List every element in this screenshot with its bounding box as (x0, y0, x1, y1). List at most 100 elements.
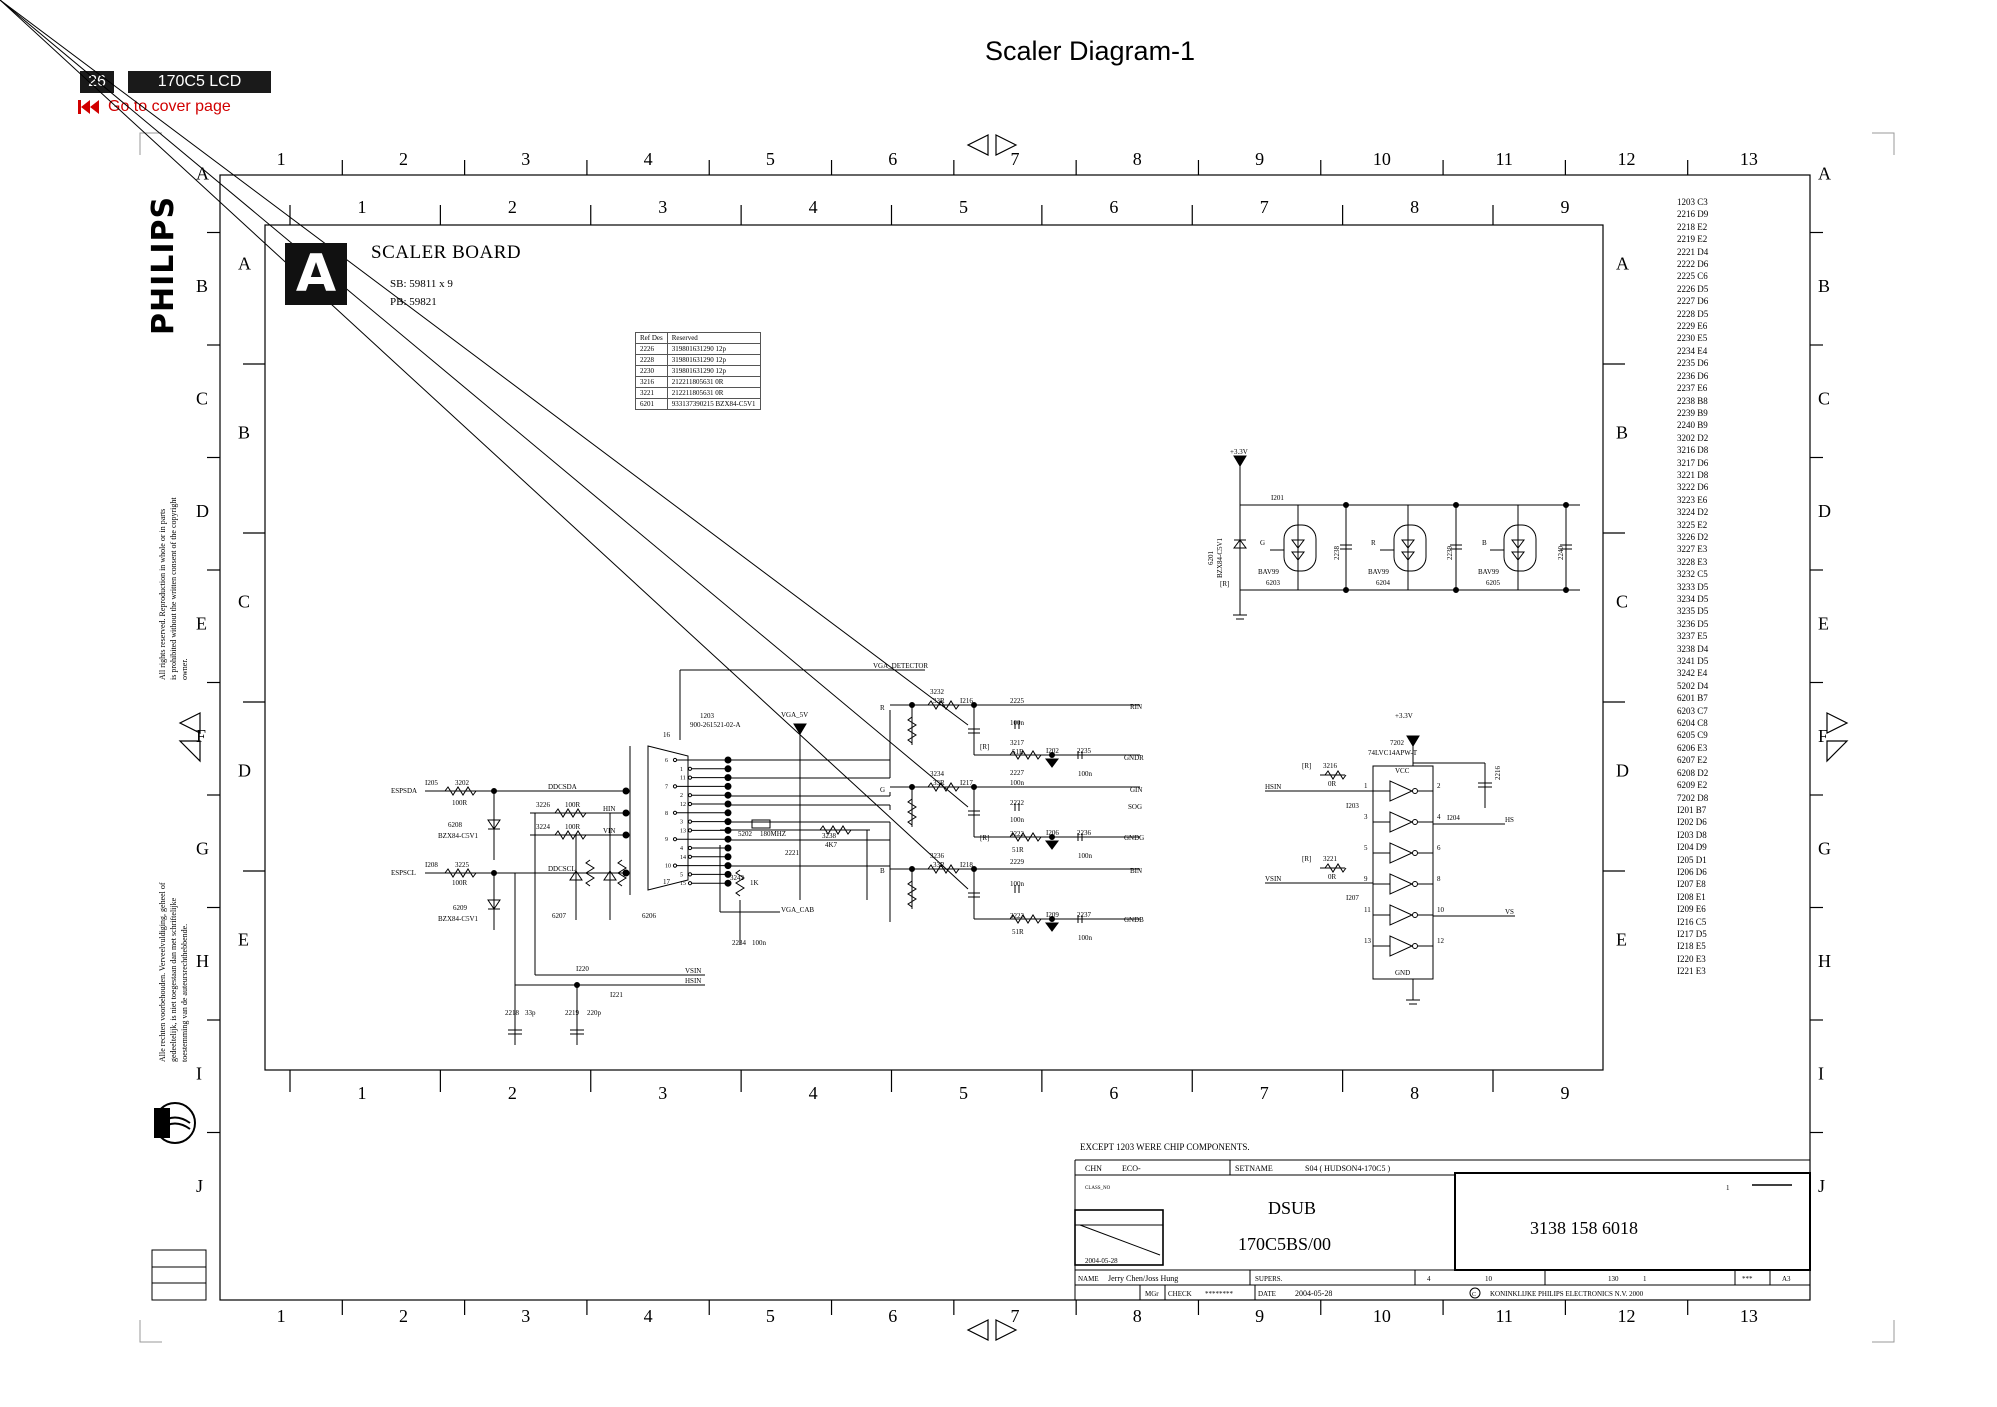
label-c2237: 2237 (1077, 911, 1092, 919)
label-r3236: 3236 (930, 852, 945, 860)
board-pb: PB: 59821 (390, 296, 437, 308)
label-r3216: 3216 (1323, 762, 1338, 770)
pin-number: 2 (680, 793, 683, 799)
list-item: I204 D9 (1677, 842, 1707, 853)
tb-copy-sym: C (1472, 1292, 1476, 1298)
label-gndb: GNDB (1124, 916, 1144, 924)
tb-size: A3 (1782, 1275, 1791, 1283)
grid-column-number: 13 (1740, 1306, 1758, 1326)
label-c2218-value: 33p (525, 1009, 536, 1017)
board-column-number: 4 (809, 197, 818, 217)
list-item: 6203 C7 (1677, 705, 1708, 716)
skip-back-icon (78, 100, 99, 114)
label-hsin: HSIN (685, 977, 701, 985)
grid-column-number: 3 (521, 149, 530, 169)
board-row-letter: E (238, 930, 249, 950)
label-d6207: 6207 (552, 912, 567, 920)
pin-number: 12 (680, 802, 686, 808)
pin-number: 7 (665, 784, 668, 790)
grid-column-number: 8 (1133, 149, 1142, 169)
grid-row-letter: D (196, 501, 209, 521)
label-d6201-part: BZX84-C5V1 (1216, 537, 1224, 578)
label-i206: I206 (1046, 829, 1059, 837)
label-gin: GIN (1130, 786, 1142, 794)
tb-check: ******** (1205, 1290, 1234, 1298)
label-c2218: 2218 (505, 1009, 520, 1017)
connector-pin (687, 828, 693, 833)
crop-marks (139, 132, 1895, 1343)
list-item: 2238 B8 (1677, 395, 1708, 406)
tb-number: 3138 158 6018 (1530, 1218, 1638, 1238)
list-item: 2237 E6 (1677, 383, 1708, 394)
tb-class: CLASS_NO (1085, 1186, 1111, 1191)
tb-note: EXCEPT 1203 WERE CHIP COMPONENTS. (1080, 1142, 1250, 1152)
list-item: 2234 E4 (1677, 345, 1708, 356)
pin-number: 8 (665, 811, 668, 817)
label-i217: I217 (960, 779, 973, 787)
label-i208: I208 (425, 861, 438, 869)
list-item: I221 E3 (1677, 966, 1706, 977)
label-c2239: 2239 (1446, 546, 1454, 561)
connector-pin (687, 801, 693, 807)
label-d6204: 6204 (1376, 579, 1391, 587)
grid-column-number: 11 (1496, 149, 1513, 169)
label-d6209: 6209 (453, 904, 468, 912)
label-c2237-value: 100n (1078, 934, 1093, 942)
label-r3224-value: 100R (565, 823, 581, 831)
grid-row-letter: E (1818, 613, 1829, 633)
label-vcc: VCC (1395, 767, 1410, 775)
tb-mgr: MGr (1145, 1290, 1159, 1298)
grid-column-number: 7 (1011, 1306, 1020, 1326)
inverter-gate (1389, 873, 1414, 895)
list-item: 3202 D2 (1677, 432, 1709, 443)
connector-pin (687, 775, 693, 780)
label-r3217-value: 51R (1012, 748, 1024, 756)
tb-title2: 170C5BS/00 (1238, 1234, 1331, 1254)
label-plus33v-top: +3.3V (1230, 448, 1248, 456)
schematic-labels: ESPSDA ESPSCL DDCSDA DDCSCL HIN VIN VSIN… (391, 448, 1565, 1017)
label-i202: I202 (1046, 747, 1059, 755)
board-column-number: 2 (508, 1083, 517, 1103)
connector-pin (687, 854, 693, 859)
grid-row-letter: G (1818, 838, 1831, 858)
pin-junction (724, 765, 732, 773)
list-item: 3225 E2 (1677, 519, 1708, 530)
label-hin: HIN (603, 805, 615, 813)
tb-date1: 2004-05-28 (1085, 1257, 1118, 1265)
label-espscl: ESPSCL (391, 869, 416, 877)
connector-pin (687, 766, 693, 771)
label-r3226: 3226 (536, 801, 551, 809)
grid-row-letter: B (1818, 276, 1830, 296)
table-cell: 212211805631 0R (666, 376, 761, 388)
board-row-letter: A (238, 254, 251, 274)
label-i216: I216 (960, 697, 973, 705)
grid-column-number: 2 (399, 149, 408, 169)
label-plus33v-ic: +3.3V (1395, 712, 1413, 720)
label-r3224: 3224 (536, 823, 551, 831)
ic-pin-number: 3 (1364, 813, 1368, 821)
go-to-cover-link[interactable]: Go to cover page (78, 98, 231, 116)
board-row-letter: C (238, 592, 250, 612)
pin-number: 3 (680, 820, 683, 826)
table-cell: 933137390215 BZX84-C5V1 (666, 398, 761, 410)
pin-number: 5 (680, 872, 683, 878)
board-column-number: 1 (358, 197, 367, 217)
list-item: 2222 D6 (1677, 259, 1709, 270)
tb-name-label: NAME (1078, 1275, 1099, 1283)
list-item: 3236 D5 (1677, 618, 1709, 629)
grid-column-number: 2 (399, 1306, 408, 1326)
label-c2219-value: 220p (587, 1009, 602, 1017)
label-c2225: 2225 (1010, 697, 1025, 705)
list-item: 3226 D2 (1677, 531, 1709, 542)
label-l5202: 5202 (738, 830, 753, 838)
list-item: 3242 E4 (1677, 668, 1708, 679)
list-item: I203 D8 (1677, 829, 1707, 840)
grid-column-number: 9 (1255, 149, 1264, 169)
tb-chn: CHN (1085, 1164, 1102, 1173)
tb-name: Jerry Chen/Joss Hung (1108, 1274, 1178, 1283)
grid-column-number: 7 (1011, 149, 1020, 169)
